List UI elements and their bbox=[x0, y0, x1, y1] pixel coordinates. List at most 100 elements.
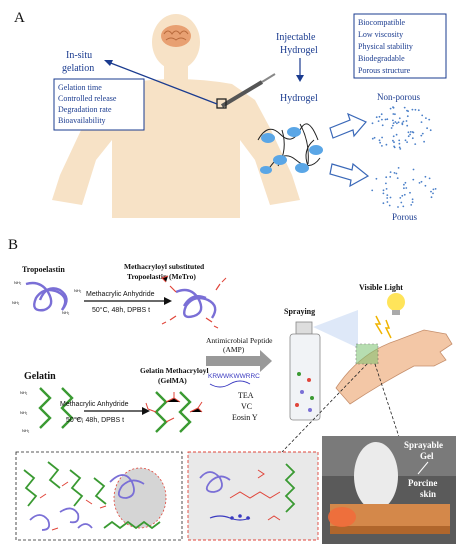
particle-dot bbox=[412, 178, 415, 181]
metro-structure bbox=[161, 275, 227, 329]
particle-dot bbox=[385, 182, 387, 185]
additive-tea: TEA bbox=[238, 391, 254, 400]
particle-dot bbox=[403, 106, 406, 109]
additive-eosin-y: Eosin Y bbox=[232, 413, 258, 422]
gelatin-label: Gelatin bbox=[24, 371, 56, 382]
panel-b: B Tropoelastin NH₂ NH₂ NH₂ NH₂ Methacryl… bbox=[8, 237, 456, 544]
particle-dot bbox=[409, 133, 411, 136]
particle-dot bbox=[405, 187, 408, 189]
particle-dot bbox=[421, 114, 424, 117]
particle-dot bbox=[412, 168, 415, 171]
property-item: Porous structure bbox=[358, 66, 411, 75]
particle-dot bbox=[395, 172, 398, 175]
particle-dot bbox=[418, 182, 421, 184]
particle-dot bbox=[424, 175, 427, 178]
particle-dot bbox=[421, 132, 424, 135]
particle-dot bbox=[382, 202, 385, 205]
particle-dot bbox=[432, 188, 435, 191]
particle-dot bbox=[430, 196, 433, 199]
tropoelastin-structure: NH₂ NH₂ NH₂ NH₂ bbox=[12, 280, 82, 315]
particle-dot bbox=[403, 183, 405, 186]
particle-dot bbox=[394, 121, 397, 123]
particle-dot bbox=[410, 204, 413, 206]
metro-title-line2: Tropoelastin (MeTro) bbox=[127, 272, 196, 281]
particle-dot bbox=[407, 131, 410, 134]
brain-icon bbox=[161, 25, 191, 47]
in-situ-properties-box: Gelation time Controlled release Degrada… bbox=[53, 78, 145, 131]
particle-dot bbox=[406, 124, 409, 127]
svg-text:NH₂: NH₂ bbox=[20, 390, 28, 395]
particle-dot bbox=[396, 122, 398, 125]
sprayable-gel-photo bbox=[322, 436, 456, 544]
particle-dot bbox=[409, 191, 411, 194]
particle-dot bbox=[399, 197, 402, 199]
particle-dot bbox=[378, 115, 381, 118]
particle-dot bbox=[411, 198, 414, 201]
amp-title-line1: Antimicrobial Peptide bbox=[206, 336, 273, 345]
in-situ-item: Gelation time bbox=[58, 83, 102, 92]
svg-text:NH₂: NH₂ bbox=[62, 310, 70, 315]
particle-dot bbox=[400, 201, 403, 204]
particle-dot bbox=[404, 181, 407, 184]
particle-dot bbox=[392, 122, 395, 124]
spray-mist bbox=[313, 310, 358, 348]
particle-dot bbox=[381, 145, 383, 147]
reaction-arrow-2 bbox=[84, 407, 150, 415]
property-item: Biodegradable bbox=[358, 54, 405, 63]
particle-dot bbox=[381, 136, 383, 139]
particle-dot bbox=[393, 141, 395, 144]
particle-dot bbox=[411, 137, 414, 140]
particle-dot bbox=[371, 122, 374, 125]
particle-dot bbox=[389, 171, 392, 174]
photo-label-sprayable: Sprayable bbox=[404, 440, 443, 450]
down-arrow-head bbox=[296, 75, 304, 82]
particle-dot bbox=[430, 190, 432, 193]
particle-dot bbox=[393, 146, 396, 149]
hydrogel-network-illustration bbox=[257, 123, 323, 174]
particle-dot bbox=[397, 121, 400, 124]
reagent-label-2: Methacrylic Anhydride bbox=[60, 401, 129, 408]
particle-dot bbox=[386, 194, 389, 197]
particle-dot bbox=[428, 118, 431, 121]
particle-dot bbox=[425, 117, 427, 119]
particle-dot bbox=[402, 120, 405, 123]
panel-a: A In-situ gelation Gelation time Cont bbox=[14, 10, 447, 222]
particle-dot bbox=[386, 197, 389, 199]
in-situ-title-line2: gelation bbox=[62, 63, 94, 74]
particle-dot bbox=[371, 137, 374, 140]
particle-dot bbox=[411, 201, 414, 204]
conditions-label-2: 50°C, 48h, DPBS t bbox=[66, 416, 124, 424]
injectable-title-line2: Hydrogel bbox=[280, 45, 318, 56]
particle-dot bbox=[406, 141, 408, 144]
property-item: Biocompatible bbox=[358, 18, 406, 27]
reagent-label-1: Methacrylic Anhydride bbox=[86, 291, 155, 298]
particle-dot bbox=[426, 127, 428, 130]
particle-dot bbox=[395, 133, 398, 136]
photo-label-gel: Gel bbox=[420, 451, 434, 461]
particle-dot bbox=[392, 119, 394, 122]
panel-b-label: B bbox=[8, 237, 18, 253]
photo-label-skin: skin bbox=[420, 489, 436, 499]
chemical-crosslink-box bbox=[187, 451, 319, 541]
particle-dot bbox=[411, 131, 414, 133]
particle-dot bbox=[398, 117, 401, 120]
svg-text:NH₂: NH₂ bbox=[22, 428, 30, 433]
in-situ-item: Controlled release bbox=[58, 94, 117, 103]
particle-dot bbox=[405, 120, 408, 122]
gelatin-structure: NH₂ NH₂ NH₂ NH₂ bbox=[20, 387, 84, 433]
particle-dot bbox=[411, 108, 414, 111]
particle-dot bbox=[385, 188, 388, 190]
arrow-to-non-porous bbox=[329, 112, 367, 139]
particle-dot bbox=[389, 196, 392, 199]
light-bulb-icon bbox=[374, 293, 405, 339]
particle-dot bbox=[401, 123, 404, 126]
particle-dot bbox=[390, 127, 393, 129]
gelma-title-line1: Gelatin Methacryloyl bbox=[140, 366, 209, 375]
particle-dot bbox=[391, 124, 394, 127]
particle-dot bbox=[381, 124, 384, 127]
particle-dot bbox=[397, 206, 399, 208]
particle-dot bbox=[393, 172, 396, 174]
particle-dot bbox=[384, 118, 387, 121]
particle-dot bbox=[417, 109, 420, 112]
porous-particles bbox=[371, 167, 437, 208]
